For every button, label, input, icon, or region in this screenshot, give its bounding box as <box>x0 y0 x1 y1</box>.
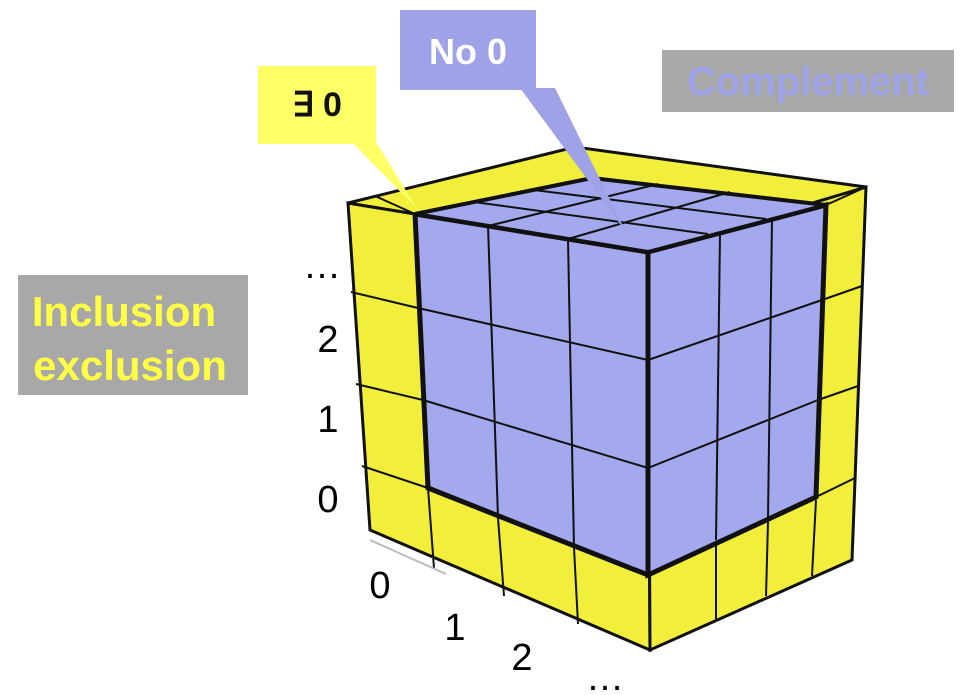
complement-callout: Complement <box>662 50 954 112</box>
vertical-axis: 0 1 2 … <box>303 245 341 521</box>
exclusion-label: exclusion <box>33 342 227 389</box>
exists-zero-callout: ∃ 0 <box>258 66 418 210</box>
cube <box>346 145 868 653</box>
depth-tick-1: 1 <box>444 607 465 649</box>
depth-tick-0: 0 <box>369 565 390 607</box>
right-grid <box>647 218 863 620</box>
no-zero-pointer <box>520 88 626 232</box>
exists-zero-label: ∃ 0 <box>292 86 342 124</box>
depth-axis-line <box>369 539 447 575</box>
complement-box <box>662 50 954 112</box>
vertical-tick-0: 0 <box>317 479 338 521</box>
depth-axis: 0 1 2 … <box>369 539 624 695</box>
inclusion-exclusion-box <box>18 275 248 395</box>
vertical-tick-1: 1 <box>317 399 338 441</box>
depth-tick-ellipsis: … <box>586 657 624 695</box>
front-grid <box>350 213 649 625</box>
no-zero-label: No 0 <box>429 31 507 72</box>
exists-zero-box <box>258 66 376 144</box>
no-zero-callout: No 0 <box>400 10 626 232</box>
inclusion-label: Inclusion <box>32 288 216 335</box>
depth-tick-2: 2 <box>511 637 532 679</box>
exists-zero-pointer <box>352 142 418 210</box>
complement-label: Complement <box>687 60 929 104</box>
inclusion-exclusion-callout: Inclusion exclusion <box>18 275 248 395</box>
vertical-tick-ellipsis: … <box>303 245 341 287</box>
no-zero-box <box>400 10 536 90</box>
vertical-tick-2: 2 <box>317 319 338 361</box>
